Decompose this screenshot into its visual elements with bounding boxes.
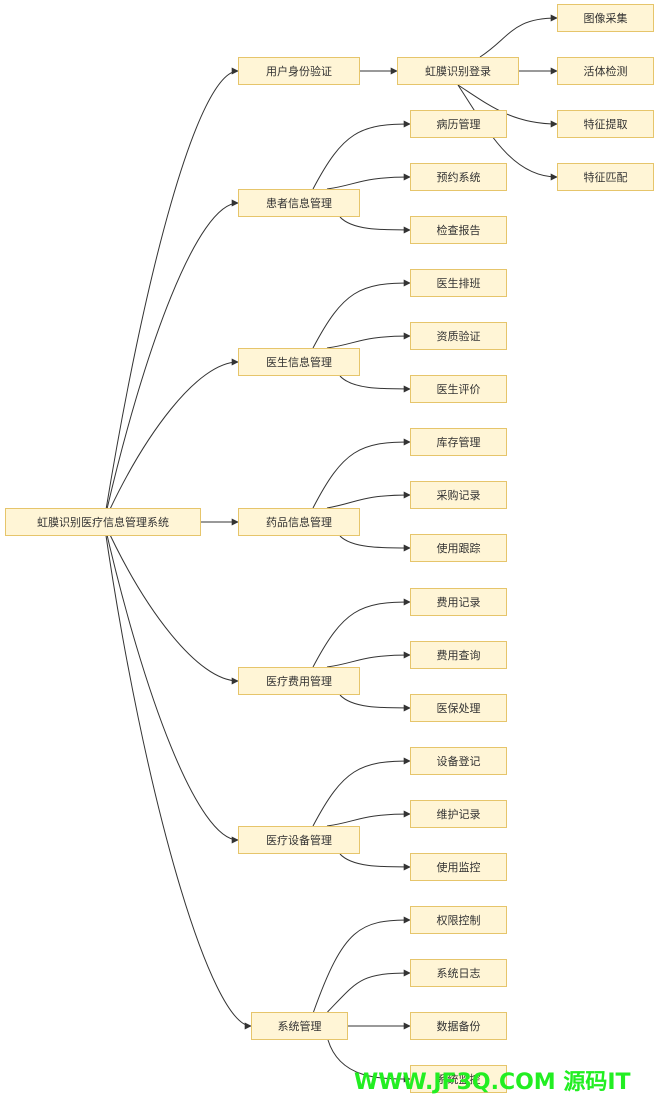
edge-device-1 [326, 810, 411, 827]
edge-device-2 [339, 853, 411, 871]
edge-doctor-0 [312, 279, 411, 349]
node-doctor-child-1[interactable]: 医生排班 [410, 269, 507, 297]
node-sys-child-2[interactable]: 系统日志 [410, 959, 507, 987]
node-fee-child-1[interactable]: 费用记录 [410, 588, 507, 616]
node-sys-child-3[interactable]: 数据备份 [410, 1012, 507, 1040]
edge-fee-2 [339, 694, 411, 712]
node-auth[interactable]: 用户身份验证 [238, 57, 360, 85]
edge-root-doctor [103, 358, 239, 523]
node-iris-child-4[interactable]: 特征匹配 [557, 163, 654, 191]
edge-patient-2 [339, 216, 411, 234]
edge-root-fee [103, 521, 239, 685]
node-sys[interactable]: 系统管理 [251, 1012, 348, 1040]
edge-sys-1 [327, 969, 411, 1013]
node-device-child-2[interactable]: 维护记录 [410, 800, 507, 828]
node-sys-child-1[interactable]: 权限控制 [410, 906, 507, 934]
node-fee[interactable]: 医疗费用管理 [238, 667, 360, 695]
node-doctor-child-3[interactable]: 医生评价 [410, 375, 507, 403]
node-doctor-child-2[interactable]: 资质验证 [410, 322, 507, 350]
node-patient-child-2[interactable]: 预约系统 [410, 163, 507, 191]
edge-patient-0 [312, 120, 411, 190]
node-drug-child-1[interactable]: 库存管理 [410, 428, 507, 456]
node-device[interactable]: 医疗设备管理 [238, 826, 360, 854]
root-node[interactable]: 虹膜识别医疗信息管理系统 [5, 508, 201, 536]
node-patient[interactable]: 患者信息管理 [238, 189, 360, 217]
edge-sys-0 [313, 916, 411, 1013]
node-iris-child-2[interactable]: 活体检测 [557, 57, 654, 85]
node-iris-child-3[interactable]: 特征提取 [557, 110, 654, 138]
node-device-child-3[interactable]: 使用监控 [410, 853, 507, 881]
edge-doctor-2 [339, 375, 411, 393]
edge-doctor-1 [326, 332, 411, 349]
node-sys-child-4[interactable]: 系统监控 [410, 1065, 507, 1093]
edge-iris-3 [457, 84, 558, 181]
edge-fee-1 [326, 651, 411, 668]
node-doctor[interactable]: 医生信息管理 [238, 348, 360, 376]
edge-sys-3 [327, 1039, 411, 1083]
node-fee-child-2[interactable]: 费用查询 [410, 641, 507, 669]
node-drug[interactable]: 药品信息管理 [238, 508, 360, 536]
edge-root-patient [103, 199, 239, 523]
edge-drug-2 [339, 535, 411, 552]
edge-drug-0 [312, 438, 411, 509]
node-iris-child-1[interactable]: 图像采集 [557, 4, 654, 32]
node-patient-child-3[interactable]: 检查报告 [410, 216, 507, 244]
watermark-text: WWW.JF3Q.COM 源码IT [354, 1070, 631, 1095]
node-patient-child-1[interactable]: 病历管理 [410, 110, 507, 138]
node-drug-child-3[interactable]: 使用跟踪 [410, 534, 507, 562]
edge-root-device [103, 521, 239, 844]
edge-root-sys [103, 521, 252, 1030]
edge-root-auth [103, 67, 239, 523]
edge-patient-1 [326, 173, 411, 190]
edge-drug-1 [326, 491, 411, 509]
node-iris-login[interactable]: 虹膜识别登录 [397, 57, 519, 85]
node-drug-child-2[interactable]: 采购记录 [410, 481, 507, 509]
edge-iris-0 [479, 14, 558, 58]
edge-device-0 [312, 757, 411, 827]
node-fee-child-3[interactable]: 医保处理 [410, 694, 507, 722]
node-device-child-1[interactable]: 设备登记 [410, 747, 507, 775]
edge-fee-0 [312, 598, 411, 668]
